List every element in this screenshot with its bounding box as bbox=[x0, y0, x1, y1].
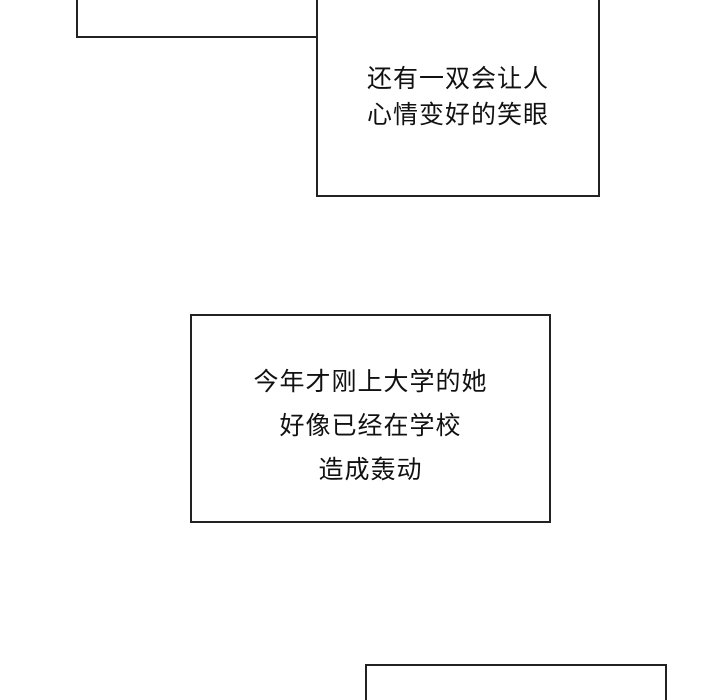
caption-box-top bbox=[316, 0, 600, 197]
caption-line: 还有一双会让人 bbox=[366, 64, 549, 93]
caption-line: 造成轰动 bbox=[318, 455, 423, 484]
caption-line: 好像已经在学校 bbox=[279, 411, 462, 440]
caption-text-top: 还有一双会让人 心情变好的笑眼 bbox=[316, 61, 600, 133]
caption-text-middle: 今年才刚上大学的她 好像已经在学校 造成轰动 bbox=[190, 364, 551, 488]
caption-line: 今年才刚上大学的她 bbox=[253, 367, 488, 396]
caption-line: 心情变好的笑眼 bbox=[366, 100, 549, 129]
caption-box-middle bbox=[190, 314, 551, 523]
caption-box-bottom-partial bbox=[365, 664, 667, 700]
